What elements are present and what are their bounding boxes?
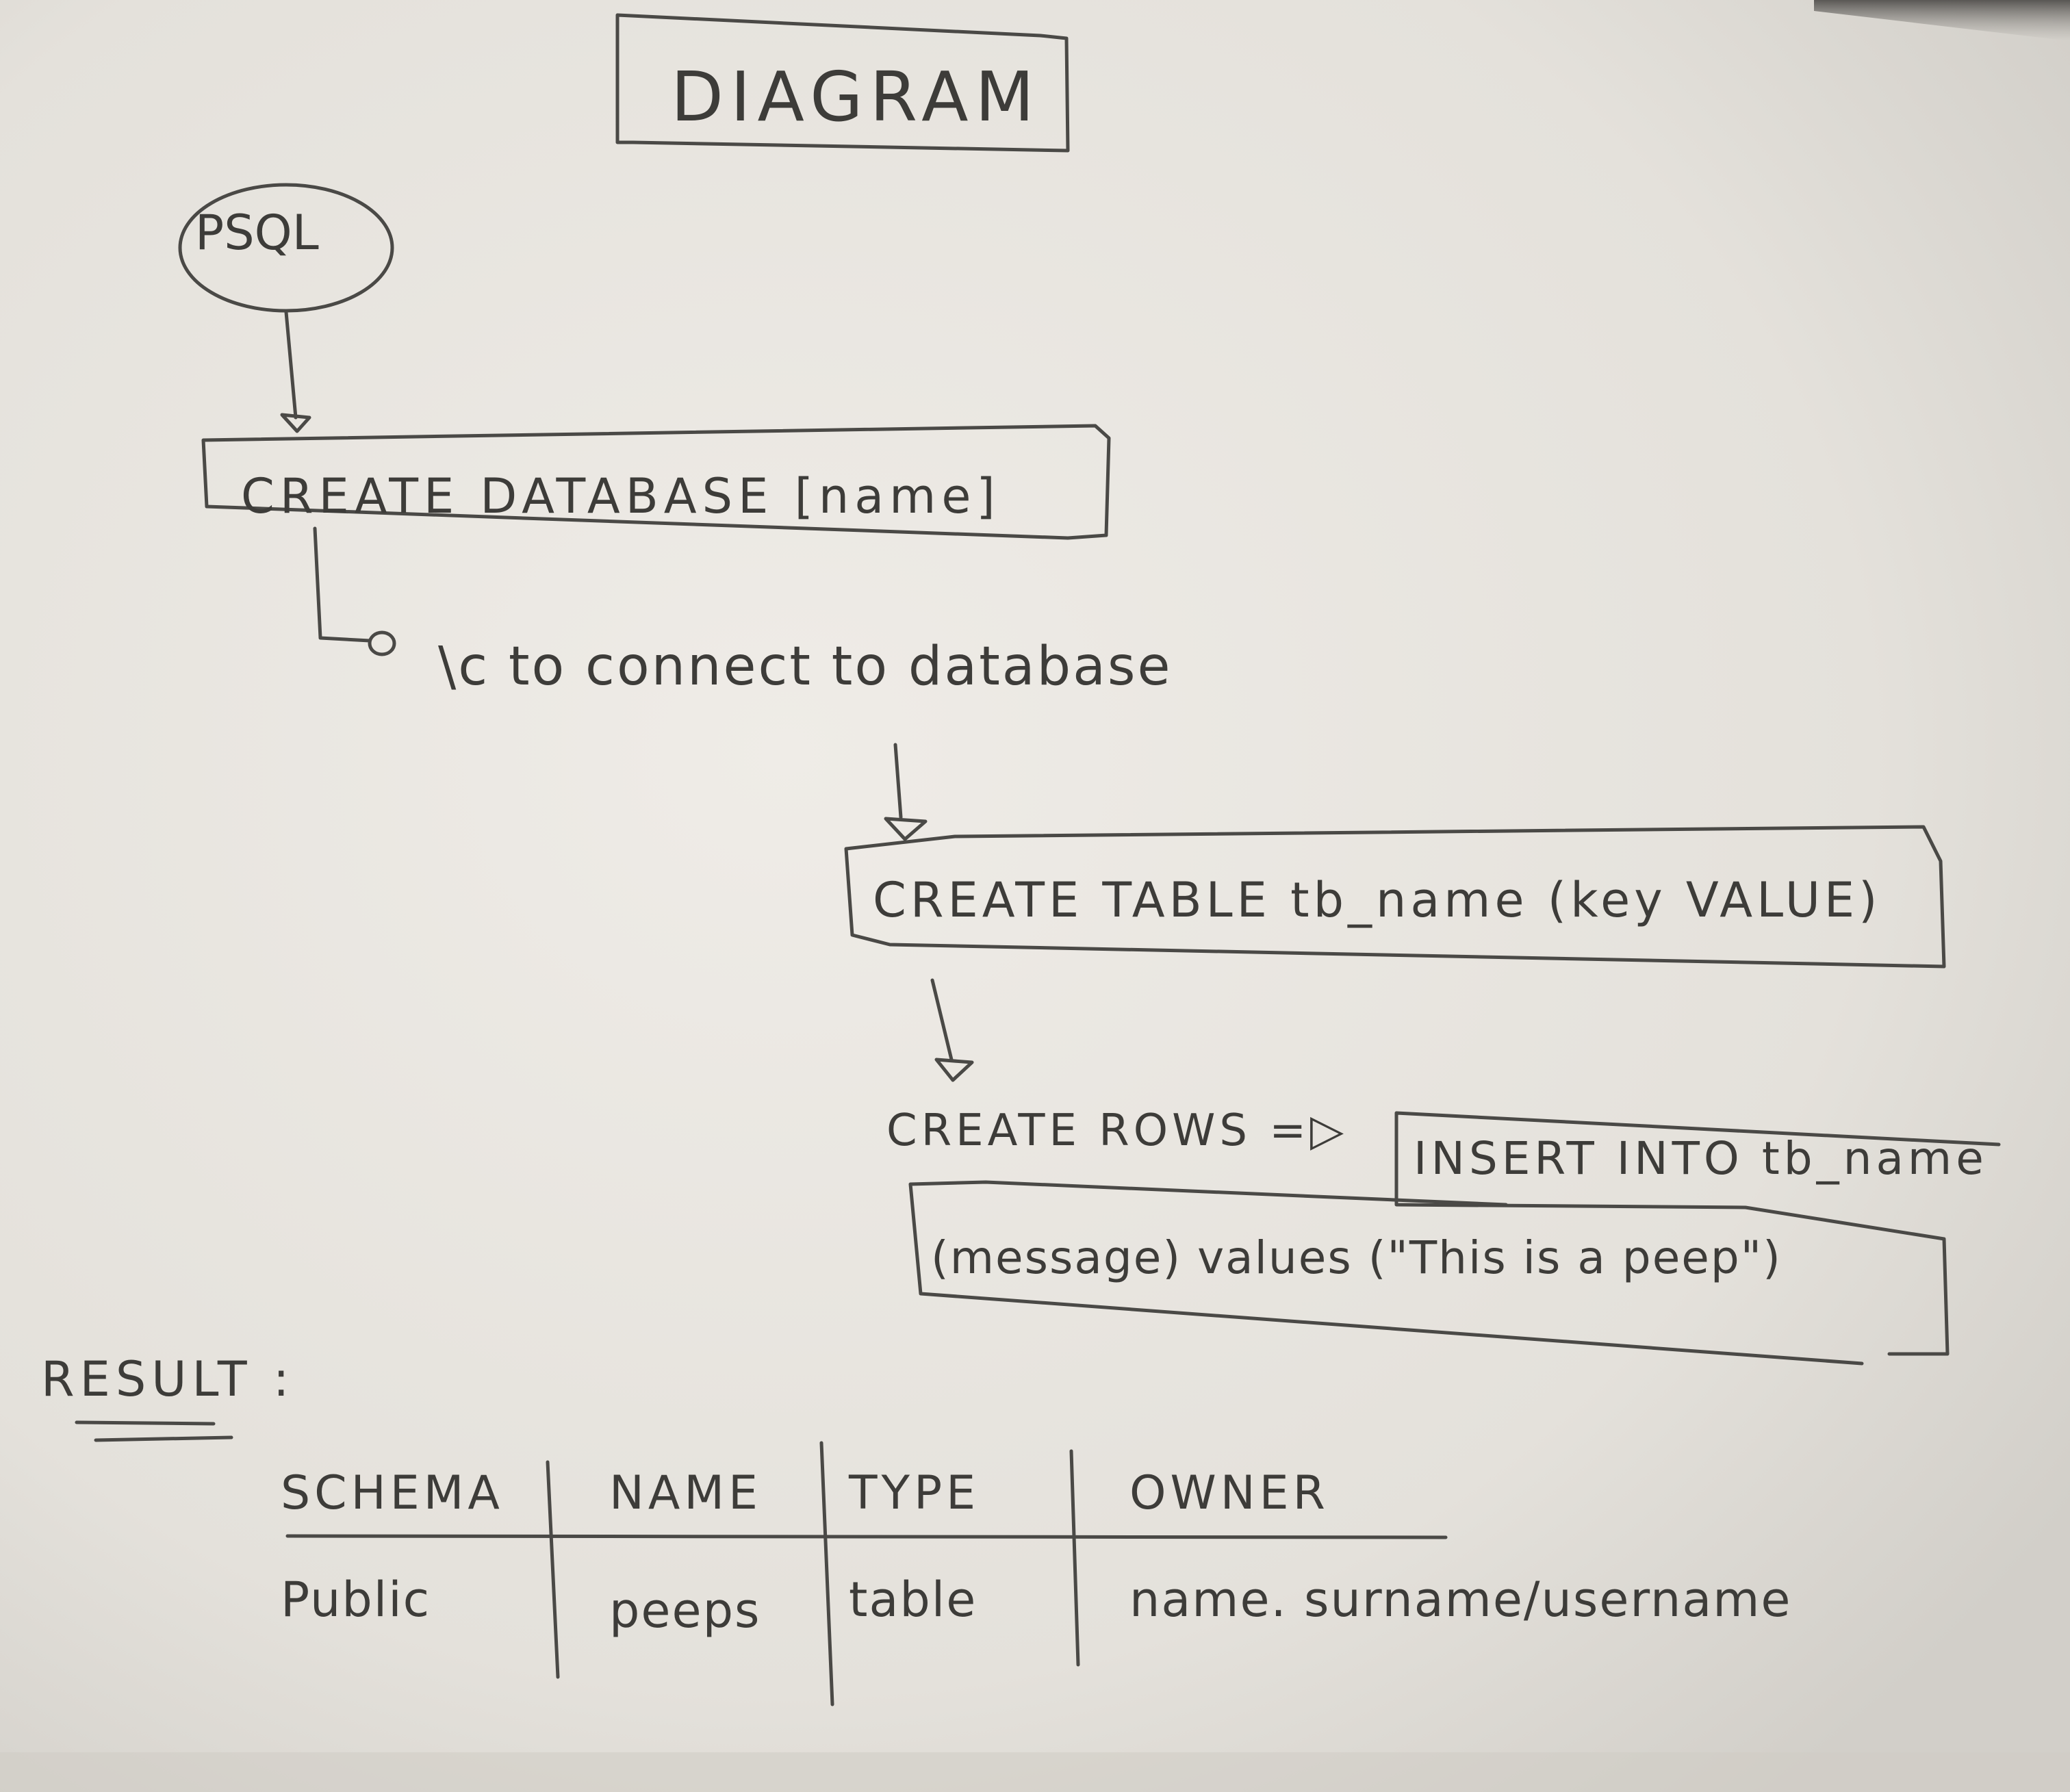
cell-name: peeps (609, 1583, 761, 1639)
result-table-col-divider-3 (1069, 1449, 1080, 1667)
insert-into-label: INSERT INTO tb_name (1414, 1132, 1988, 1185)
arrow-table-to-rows (930, 978, 954, 1062)
arrow-psql-to-database (284, 310, 298, 420)
create-rows-label: CREATE ROWS =▷ (886, 1109, 1348, 1153)
values-label: (message) values ("This is a peep") (931, 1231, 1782, 1284)
create-database-box (201, 424, 1111, 540)
psql-label: PSQL (195, 205, 319, 261)
result-table-col-divider-1 (546, 1460, 560, 1679)
connect-label: \c to connect to database (438, 636, 1173, 697)
create-table-box (844, 825, 1946, 969)
connector-to-connect (313, 526, 372, 643)
cell-owner: name. surname/username (1129, 1572, 1792, 1628)
header-schema: SCHEMA (281, 1466, 504, 1520)
arrow-connect-to-table-head (884, 817, 928, 841)
create-table-label: CREATE TABLE tb_name (key VALUE) (873, 872, 1882, 928)
cell-schema: Public (281, 1572, 431, 1628)
header-name: NAME (609, 1466, 763, 1520)
arrow-psql-to-database-head (280, 413, 311, 433)
result-label: RESULT : (41, 1351, 295, 1407)
cell-type: table (849, 1572, 978, 1628)
values-box (908, 1180, 1864, 1366)
rows-arrow-symbol: =▷ (1269, 1105, 1349, 1156)
header-owner: OWNER (1129, 1466, 1329, 1520)
result-table-header-rule (285, 1534, 1448, 1539)
title-box (615, 13, 1070, 153)
create-rows-text: CREATE ROWS (886, 1105, 1252, 1156)
header-type: TYPE (849, 1466, 980, 1520)
arrow-table-to-rows-head (934, 1058, 974, 1082)
arrow-connect-to-table (893, 743, 903, 819)
diagram-title: DIAGRAM (671, 57, 1041, 137)
result-underline (75, 1420, 233, 1442)
connector-to-connect-end (368, 630, 396, 656)
insert-into-box (1394, 1111, 2001, 1356)
create-database-label: CREATE DATABASE [name] (241, 468, 1001, 524)
result-table-col-divider-2 (819, 1441, 834, 1706)
